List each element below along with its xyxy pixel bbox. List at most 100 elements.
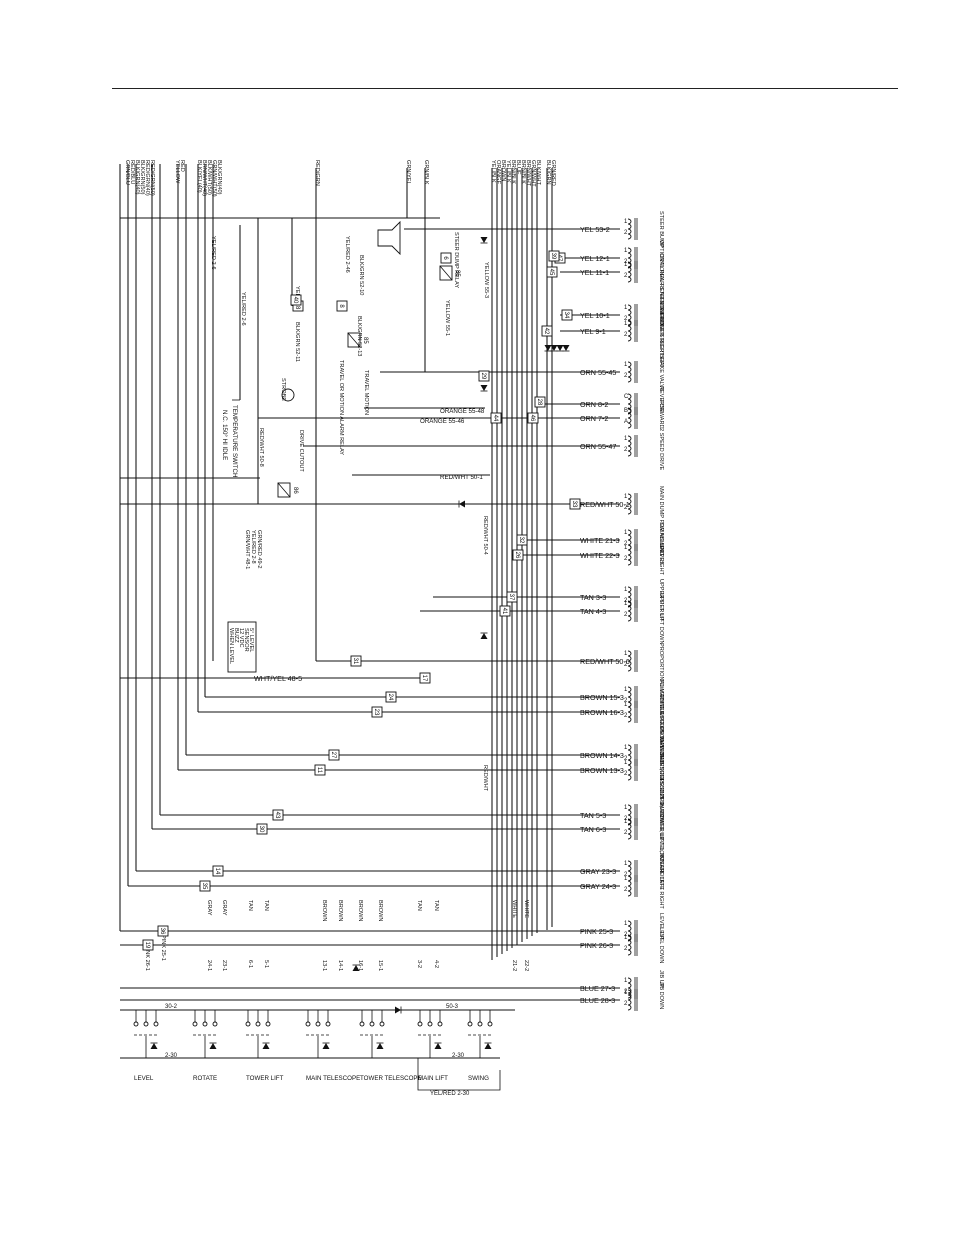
- control-label: ROTATE: [193, 1075, 217, 1082]
- output-wire-label: YEL 53-2: [580, 225, 610, 234]
- terminal-number: 1: [624, 990, 628, 996]
- wire-number-box: [199, 880, 211, 892]
- terminal-number: 2: [624, 887, 628, 893]
- wire-number-box: [512, 549, 524, 561]
- wire-number: 26: [514, 552, 520, 559]
- solenoid-coil: [627, 804, 638, 826]
- wire-label: PINK 26-1: [144, 945, 150, 971]
- wire-label: BLK/GRN 52-11: [294, 322, 300, 362]
- diode: [434, 1043, 442, 1049]
- wire-number: 44: [492, 415, 498, 422]
- wire-number: 42: [543, 328, 549, 335]
- terminal-number: 1: [624, 219, 628, 225]
- wire-number: 17: [421, 675, 427, 682]
- wire-color-label: BROWN: [357, 900, 363, 921]
- coil-winding: [627, 818, 632, 840]
- wire-number-box: [569, 498, 581, 510]
- wire-id-label: 6-1: [247, 960, 253, 968]
- wire-number: 33: [571, 501, 577, 508]
- terminal-number: A: [624, 419, 628, 425]
- wire-number-box: [541, 325, 553, 337]
- output-wire-label: TAN 3-3: [580, 593, 606, 602]
- output-wire-label: RED/WHT 50-1: [580, 500, 630, 509]
- wire-number-box: [212, 865, 224, 877]
- control-label: SWING: [468, 1075, 489, 1082]
- solenoid-coil: [627, 361, 638, 383]
- wire-number-box: [157, 925, 169, 937]
- terminal-number: 1: [624, 651, 628, 657]
- output-wire-label: GRAY 23-3: [580, 867, 616, 876]
- solenoid-coil: [627, 586, 638, 608]
- coil-winding: [627, 701, 632, 723]
- terminal-number: 1: [624, 861, 628, 867]
- terminal-number: 2: [624, 1001, 628, 1007]
- relay-label: TRAVEL OR MOTION ALARM RELAY: [338, 360, 344, 455]
- solenoid-coil: [627, 934, 638, 956]
- diode: [262, 1043, 270, 1049]
- diode: [459, 500, 465, 508]
- terminal-number: 1: [624, 921, 628, 927]
- coil-winding: [627, 393, 632, 415]
- device-label: SWING LEFT: [658, 522, 664, 557]
- bus-label: YEL/RED 2-30: [430, 1091, 470, 1097]
- switch-contact: [143, 1021, 149, 1027]
- terminal-number: 1: [624, 601, 628, 607]
- solenoid-coil: [627, 247, 638, 269]
- sensor-label: WHEN LEVEL: [228, 628, 234, 664]
- wire-id-label: 13-1: [321, 960, 327, 971]
- wire-color-label: TAN: [247, 900, 253, 911]
- control-label: TOWER TELESCOPE: [360, 1075, 422, 1082]
- device-label: OPTIONAL REAR STEER LEFT: [658, 254, 664, 335]
- solenoid-coil: [627, 435, 638, 457]
- terminal-number: 1: [624, 745, 628, 751]
- coil-winding: [627, 247, 632, 269]
- control-label: MAIN LIFT: [418, 1075, 448, 1082]
- wire-number-box: [371, 706, 383, 718]
- diode: [484, 1043, 492, 1049]
- coil-winding: [627, 361, 632, 383]
- terminal-number: B: [624, 408, 628, 414]
- control-switch: [467, 1010, 493, 1058]
- terminal-number: 1: [624, 702, 628, 708]
- sensor-label: SENSOR: [243, 628, 249, 652]
- output-wire-label: YEL 12-1: [580, 254, 610, 263]
- terminal-number: 2: [624, 771, 628, 777]
- terminal-number: 1: [624, 436, 628, 442]
- device-label: FRONT STEER LEFT: [658, 313, 664, 368]
- control-switch: [417, 1010, 443, 1058]
- terminal-number: 1: [624, 248, 628, 254]
- terminal-number: 2: [624, 332, 628, 338]
- wire-id-label: 24-1: [206, 960, 212, 971]
- solenoid-coil: [627, 529, 638, 551]
- diode: [376, 1043, 384, 1049]
- coil-winding: [627, 407, 632, 429]
- sensor-label: 5° LEVEL: [248, 628, 254, 652]
- device-label: TOWER LIFT UP: [658, 797, 664, 840]
- top-wire-label: YEL/BLK: [490, 160, 496, 183]
- switch-contact: [255, 1021, 261, 1027]
- wire-number-box: [440, 252, 452, 264]
- wire-label: BLK/GRN 52-10: [358, 255, 364, 295]
- terminal-number: 2: [624, 989, 628, 995]
- top-wire-label: RED: [179, 160, 185, 172]
- output-wire-label: ORN 55-47: [580, 442, 616, 451]
- device-label: JIB UP: [658, 970, 664, 988]
- device-label: REVERSE: [658, 386, 664, 413]
- solenoid-coil: [627, 261, 638, 283]
- top-wire-label: GRN/WHT: [530, 160, 536, 187]
- top-wire-label: BRN/WHT(40): [201, 160, 207, 196]
- wire-number: 23: [373, 709, 379, 716]
- wire-number: 40: [292, 297, 298, 304]
- terminal-number: 2: [624, 816, 628, 822]
- wire-label: GRN/RED 49-2: [256, 530, 262, 569]
- output-wire-label: GRAY 24-3: [580, 882, 616, 891]
- wire-color-label: TAN: [416, 900, 422, 911]
- wire-number: 11: [316, 767, 322, 774]
- solenoid-coil: [627, 920, 638, 942]
- bus-label: 50-3: [446, 1004, 459, 1010]
- terminal-number: 1: [624, 545, 628, 551]
- diode: [352, 965, 360, 971]
- terminal-number: 2: [624, 505, 628, 511]
- wire-number: 27: [330, 752, 336, 759]
- top-wire-label: GRN/BLU: [124, 160, 130, 185]
